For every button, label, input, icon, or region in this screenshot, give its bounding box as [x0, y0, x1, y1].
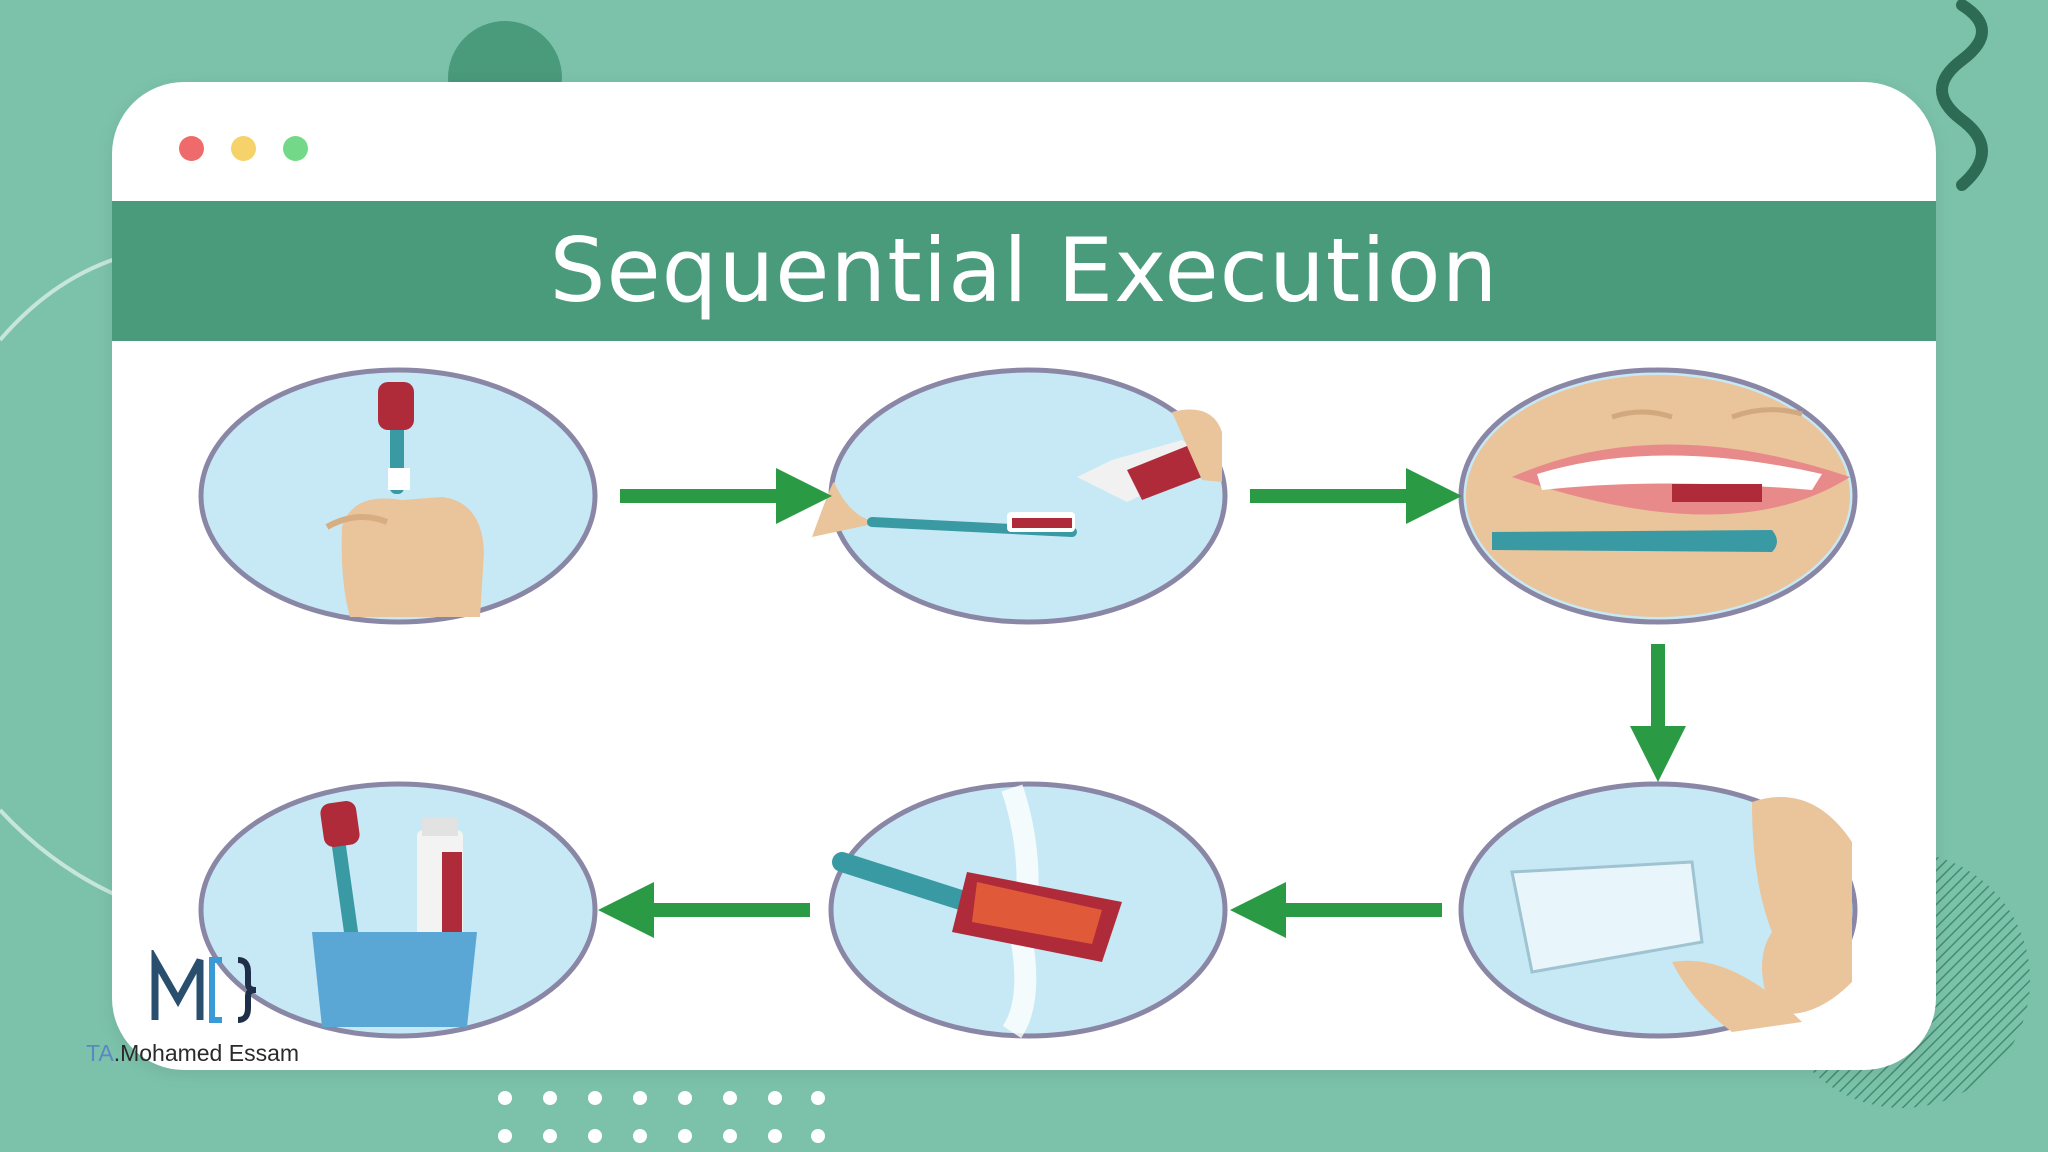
- author-logo: [151, 950, 257, 1023]
- maximize-dot[interactable]: [283, 136, 308, 161]
- decor-dot-grid: [498, 1091, 825, 1143]
- brush-in-cup-icon: [312, 801, 477, 1027]
- hand-holding-toothbrush-icon: [325, 382, 484, 617]
- author-credit: TA.Mohamed Essam: [86, 1040, 300, 1066]
- step-1-take-toothbrush: [198, 367, 598, 625]
- step-2-apply-toothpaste: [812, 367, 1228, 625]
- step-5-wash-toothbrush: [828, 781, 1228, 1039]
- rinse-mouth-cup-icon: [1510, 797, 1852, 1032]
- close-dot[interactable]: [179, 136, 204, 161]
- step-3-brush-teeth: [1458, 367, 1858, 625]
- browser-window: Sequential Execution: [112, 82, 1936, 1070]
- page-title: Sequential Execution: [549, 219, 1499, 322]
- brushing-teeth-icon: [1466, 375, 1850, 617]
- minimize-dot[interactable]: [231, 136, 256, 161]
- step-6-store-toothbrush: [198, 781, 598, 1039]
- step-4-rinse-mouth: [1458, 781, 1858, 1039]
- decor-squiggle: [1936, 0, 1988, 191]
- flow-arrows: [598, 468, 1686, 938]
- title-banner: Sequential Execution: [112, 201, 1936, 341]
- wash-brush-under-water-icon: [832, 784, 1122, 1039]
- toothpaste-on-brush-icon: [812, 409, 1222, 537]
- sequence-diagram: [198, 367, 1858, 1039]
